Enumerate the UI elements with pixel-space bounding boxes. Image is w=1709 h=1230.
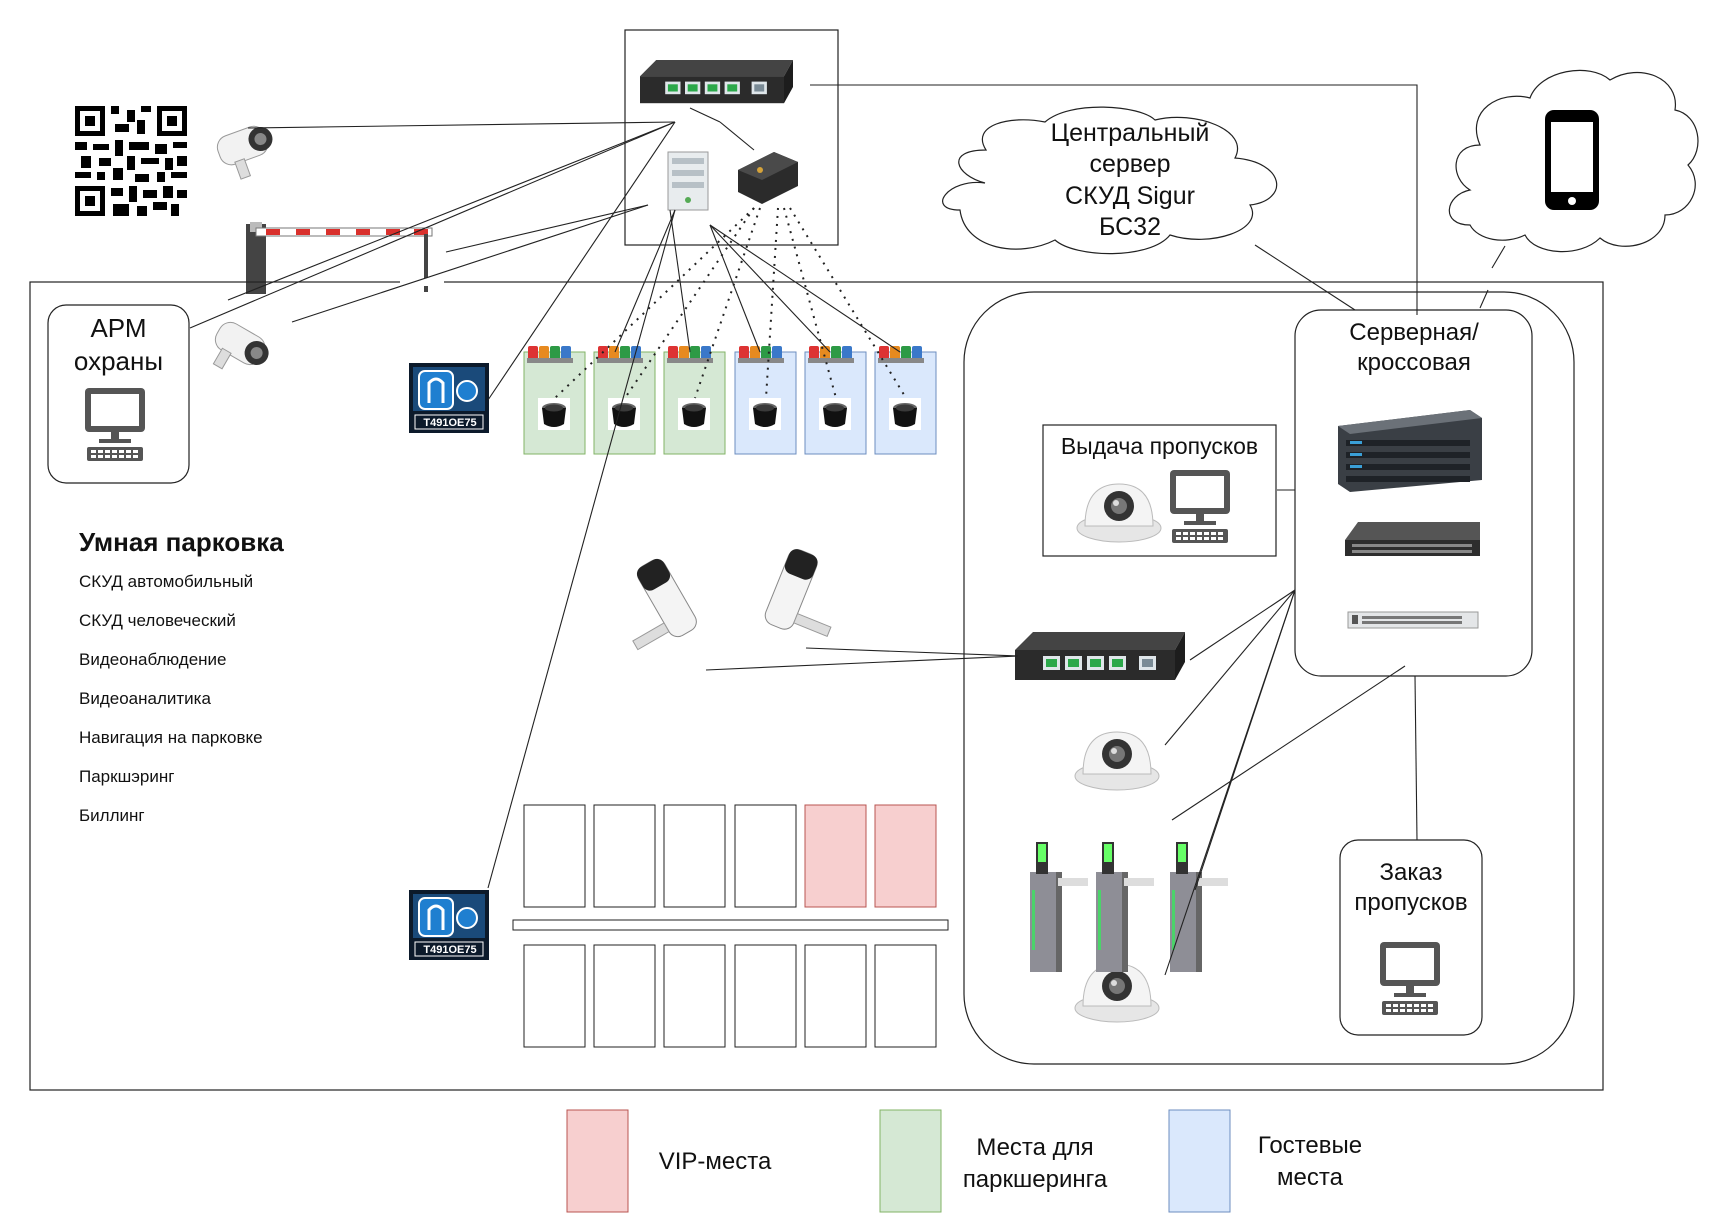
- parking-space: [734, 944, 797, 1048]
- parking-space-vip: [804, 804, 867, 908]
- parking-space: [804, 944, 867, 1048]
- legend-label-vip: VIP-места: [658, 1148, 772, 1175]
- perimeter-frame: [29, 281, 1604, 1091]
- server-room-label: Серверная/кроссовая: [1349, 319, 1479, 376]
- turnstile-icon: [1096, 842, 1154, 972]
- parking-space: [593, 804, 656, 908]
- plate-sign-top: T491OE75: [423, 417, 477, 429]
- server-room-box: [1294, 309, 1533, 677]
- diagram-title: Умная парковка: [79, 527, 284, 557]
- workstation-icon: [1170, 470, 1230, 543]
- feature-item: Биллинг: [79, 806, 145, 825]
- parking-space: [523, 944, 586, 1048]
- poe-switch-icon: [640, 60, 793, 104]
- legend-swatch-parksharing: [879, 1109, 942, 1213]
- parking-space: [663, 944, 726, 1048]
- legend-swatch-vip: [566, 1109, 629, 1213]
- router-icon: [738, 152, 798, 204]
- poe-switch-icon: [1015, 632, 1185, 680]
- feature-item: Видеонаблюдение: [79, 650, 227, 669]
- patch-panel-icon: [1347, 611, 1479, 629]
- bullet-camera-icon: [764, 549, 832, 638]
- workstation-icon: [85, 388, 145, 461]
- dotted-sensor-links: [554, 207, 907, 399]
- feature-item: Паркшэринг: [79, 767, 175, 786]
- pass-issue-label: Выдача пропусков: [1060, 433, 1259, 459]
- central-server-label: Центральный сервер СКУД Sigur БС32: [1050, 119, 1210, 241]
- parking-row-lower: [512, 804, 949, 1048]
- barrier-icon: [246, 222, 433, 294]
- turnstile-icon: [1170, 842, 1228, 972]
- controller-icon: [667, 151, 709, 211]
- dome-camera-icon: [1074, 963, 1160, 1023]
- building-area: [963, 291, 1575, 1065]
- qr-code-icon: [75, 106, 187, 216]
- parking-space: [593, 944, 656, 1048]
- parking-divider: [512, 919, 949, 931]
- parking-space: [663, 804, 726, 908]
- bullet-camera-icon: [213, 120, 283, 184]
- bullet-camera-icon: [632, 558, 697, 651]
- server-rack-icon: [1338, 410, 1482, 492]
- plate-sign-bottom: T491OE75: [423, 944, 477, 956]
- turnstile-icon: [1030, 842, 1088, 972]
- network-cabinet: [624, 29, 839, 246]
- parking-row-upper: [523, 346, 937, 455]
- workstation-icon: [1380, 942, 1440, 1015]
- feature-item: Навигация на парковке: [79, 728, 263, 747]
- parking-space: [734, 804, 797, 908]
- parking-space: [874, 944, 937, 1048]
- smartphone-icon: [1545, 110, 1599, 210]
- feature-list: Умная парковка СКУД автомобильный СКУД ч…: [79, 527, 379, 845]
- feature-item: Видеоаналитика: [79, 689, 211, 708]
- legend-swatch-guest: [1168, 1109, 1231, 1213]
- parking-space-vip: [874, 804, 937, 908]
- connection-lines: [189, 84, 1506, 976]
- network-switch-icon: [1345, 522, 1480, 556]
- feature-item: СКУД автомобильный: [79, 572, 254, 591]
- feature-item: СКУД человеческий: [79, 611, 236, 630]
- bullet-camera-icon: [202, 317, 275, 387]
- cloud-icon: [942, 106, 1278, 255]
- dome-camera-icon: [1074, 731, 1160, 791]
- pass-order-box: [1339, 839, 1483, 1036]
- parking-space: [523, 804, 586, 908]
